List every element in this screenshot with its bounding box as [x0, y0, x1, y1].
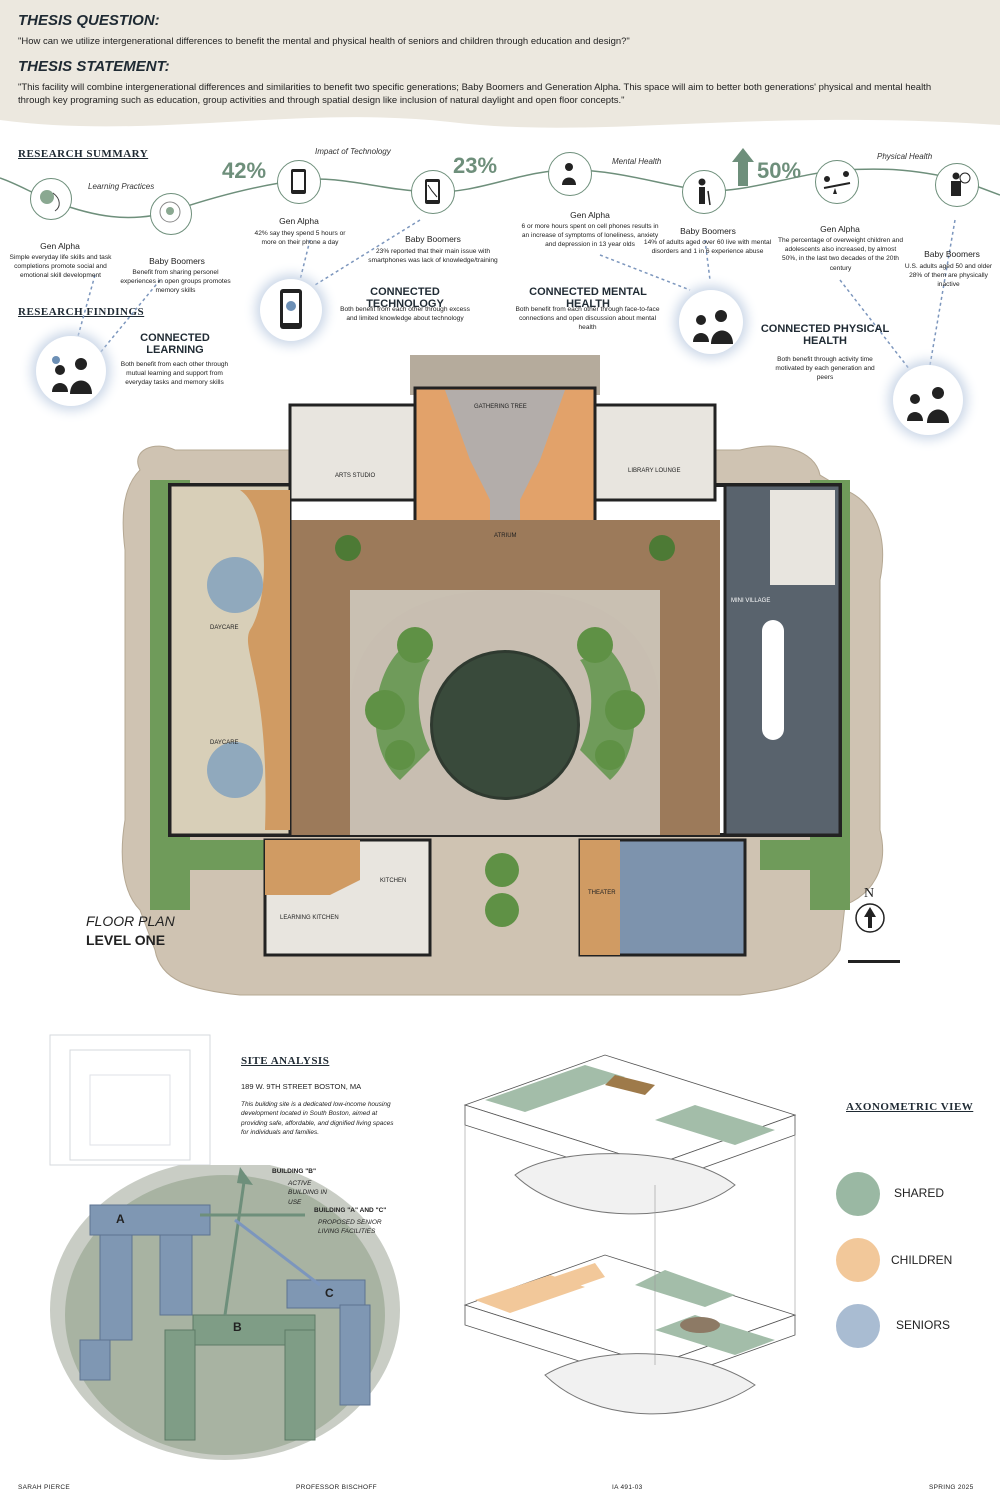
tech-boomer-text: 23% reported that their main issue with … [368, 248, 498, 265]
connected-mental-text: Both benefit from each other through fac… [515, 306, 660, 332]
stat-physical: 50% [757, 158, 802, 183]
legend-swatch-shared [836, 1172, 880, 1216]
room-arts-studio: ARTS STUDIO [335, 473, 376, 479]
site-description: This building site is a dedicated low-in… [241, 1101, 394, 1137]
room-kitchen: KITCHEN [380, 878, 407, 884]
footer-professor: PROFESSOR BISCHOFF [296, 1484, 377, 1491]
site-block-a: A [116, 1212, 125, 1226]
lightbulb-phone-icon [260, 279, 322, 341]
up-arrow-icon [732, 148, 754, 162]
topic-technology: Impact of Technology [315, 147, 391, 156]
site-analysis-title: SITE ANALYSIS [241, 1055, 330, 1067]
inactive-elder-icon [935, 163, 979, 207]
axonometric-title: AXONOMETRIC VIEW [846, 1101, 974, 1113]
footer-author: SARAH PIERCE [18, 1484, 71, 1491]
floor-plan-level: LEVEL ONE [86, 932, 166, 948]
legend-swatch-children [836, 1238, 880, 1282]
elder-cane-icon [682, 170, 726, 214]
phys-boomer-title: Baby Boomers [924, 249, 980, 259]
mental-alpha-title: Gen Alpha [570, 210, 610, 220]
mental-boomer-text: 14% of adults aged over 60 live with men… [643, 239, 772, 256]
site-aerial [50, 1165, 400, 1460]
north-label: N [864, 886, 875, 901]
puzzle-head-icon [150, 193, 192, 235]
axonometric-drawing [463, 1054, 797, 1415]
phys-boomer-text: U.S. adults aged 50 and older 28% of the… [904, 263, 993, 289]
learning-pair-icon [36, 336, 106, 406]
connected-mental-title: CONNECTED MENTAL HEALTH [529, 286, 647, 310]
floor-plan [121, 355, 900, 996]
room-mini-village: MINI VILLAGE [731, 598, 771, 604]
room-learning-kitchen: LEARNING KITCHEN [280, 915, 339, 921]
site-linework [49, 1034, 211, 1166]
stat-tech-alpha: 42% [222, 158, 267, 183]
legend-label-seniors: SENIORS [896, 1318, 951, 1332]
mental-alpha-text: 6 or more hours spent on cell phones res… [521, 223, 659, 249]
building-ac-label: BUILDING "A" AND "C" [314, 1207, 387, 1214]
thesis-statement-title: THESIS STATEMENT: [18, 58, 170, 75]
connected-physical-text: Both benefit through activity time motiv… [775, 356, 875, 382]
site-address: 189 W. 9TH STREET BOSTON, MA [241, 1082, 362, 1091]
learn-boomer-title: Baby Boomers [149, 256, 205, 266]
sad-child-icon [548, 152, 592, 196]
building-ac-desc: PROPOSED SENIOR LIVING FACILITIES [318, 1219, 382, 1236]
connected-learning-title: CONNECTED LEARNING [140, 332, 210, 356]
learn-alpha-title: Gen Alpha [40, 241, 80, 251]
building-b-label: BUILDING "B" [272, 1168, 317, 1175]
thesis-statement-text: "This facility will combine intergenerat… [18, 82, 932, 106]
mental-pair-icon [679, 290, 743, 354]
phone-chart-icon [411, 170, 455, 214]
connected-technology-title: CONNECTED TECHNOLOGY [366, 286, 444, 310]
room-daycare-2: DAYCARE [210, 740, 239, 746]
room-gathering-tree: GATHERING TREE [474, 404, 527, 410]
tech-alpha-text: 42% say they spend 5 hours or more on th… [254, 230, 346, 247]
room-theater: THEATER [588, 890, 616, 896]
phys-alpha-text: The percentage of overweight children an… [778, 237, 903, 272]
stat-tech-boomers: 23% [453, 153, 498, 178]
connected-learning-text: Both benefit from each other through mut… [120, 361, 229, 387]
topic-learning: Learning Practices [88, 182, 155, 191]
room-atrium: ATRIUM [494, 533, 517, 539]
footer-term: SPRING 2025 [929, 1484, 974, 1491]
room-daycare-1: DAYCARE [210, 625, 239, 631]
tech-alpha-title: Gen Alpha [279, 216, 319, 226]
seesaw-icon [815, 160, 859, 204]
header-wave [0, 117, 1000, 150]
phone-icon [277, 160, 321, 204]
puzzle-hand-icon [30, 178, 72, 220]
legend-label-children: CHILDREN [891, 1253, 953, 1267]
topic-mental: Mental Health [612, 157, 662, 166]
research-connector-lines [0, 168, 1000, 371]
thesis-question-text: "How can we utilize intergenerational di… [18, 36, 630, 47]
site-block-c: C [325, 1286, 334, 1300]
topic-physical: Physical Health [877, 152, 933, 161]
learn-boomer-text: Benefit from sharing personel experience… [120, 269, 231, 295]
research-summary-title: RESEARCH SUMMARY [18, 148, 149, 160]
thesis-question-title: THESIS QUESTION: [18, 12, 160, 29]
research-findings-title: RESEARCH FINDINGS [18, 306, 145, 318]
connected-physical-title: CONNECTED PHYSICAL HEALTH [760, 323, 890, 347]
phys-alpha-title: Gen Alpha [820, 224, 860, 234]
building-b-desc: ACTIVE BUILDING IN USE [288, 1180, 328, 1206]
connected-technology-text: Both benefit from each other through exc… [340, 306, 470, 323]
legend-swatch-seniors [836, 1304, 880, 1348]
footer-course: IA 491-03 [612, 1484, 643, 1491]
up-arrow-stem [738, 161, 748, 186]
floor-plan-title: FLOOR PLAN [86, 913, 175, 929]
tech-boomer-title: Baby Boomers [405, 234, 461, 244]
room-library-lounge: LIBRARY LOUNGE [628, 468, 681, 474]
mental-boomer-title: Baby Boomers [680, 226, 736, 236]
thesis-header [0, 0, 1000, 135]
site-block-b: B [233, 1320, 242, 1334]
learn-alpha-text: Simple everyday life skills and task com… [9, 254, 112, 280]
legend-label-shared: SHARED [894, 1186, 945, 1200]
physical-pair-icon [893, 365, 963, 435]
